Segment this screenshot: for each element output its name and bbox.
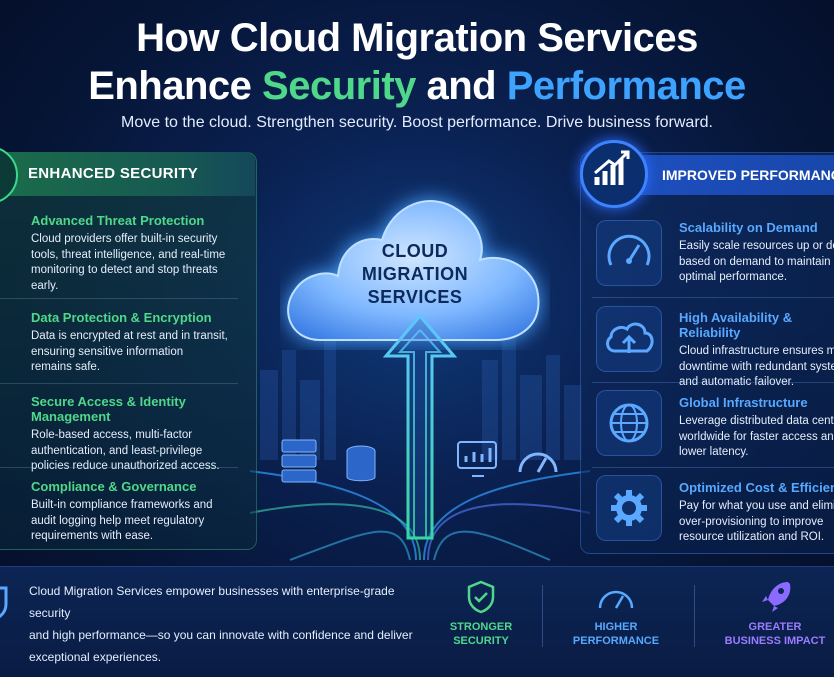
security-panel-header: ENHANCED SECURITY — [0, 152, 255, 196]
security-panel-heading: ENHANCED SECURITY — [28, 165, 199, 182]
page-title: How Cloud Migration Services Enhance Sec… — [0, 14, 834, 110]
identity-icon — [0, 408, 10, 442]
title-line-1: How Cloud Migration Services — [136, 16, 698, 60]
item-description: Cloud infrastructure ensures minimaldown… — [679, 345, 834, 388]
item-title: Advanced Threat Protection — [31, 213, 205, 228]
title-mid: and — [415, 64, 507, 108]
divider — [542, 585, 543, 647]
performance-item-availability: High Availability & Reliability Cloud in… — [679, 310, 834, 391]
growth-chart-icon — [594, 150, 630, 185]
chart-monitor-icon — [457, 441, 497, 477]
performance-item-global: Global Infrastructure Leverage distribut… — [679, 395, 834, 461]
server-icon — [281, 439, 317, 483]
summary-text: Cloud Migration Services empower busines… — [29, 584, 413, 664]
gear-icon — [611, 490, 647, 526]
security-item-compliance: Compliance & Governance Built-in complia… — [31, 479, 246, 545]
divider — [0, 298, 238, 299]
performance-panel-heading: IMPROVED PERFORMANCE — [662, 167, 834, 183]
performance-badge — [580, 140, 648, 208]
security-item-threat-protection: Advanced Threat Protection Cloud provide… — [31, 213, 246, 294]
divider — [592, 467, 834, 468]
availability-icon-tile — [596, 306, 662, 372]
subtitle: Move to the cloud. Strengthen security. … — [121, 114, 713, 131]
divider — [592, 297, 834, 298]
up-arrow-icon — [382, 313, 458, 540]
item-description: Easily scale resources up or downbased o… — [679, 240, 834, 283]
globe-icon — [609, 403, 649, 443]
title-line-2: Enhance Security and Performance — [0, 62, 834, 110]
shield-check-icon — [467, 580, 495, 614]
scalability-icon-tile — [596, 220, 662, 286]
title-security-word: Security — [262, 64, 416, 108]
global-icon-tile — [596, 390, 662, 456]
divider — [694, 585, 695, 647]
cloud-icon — [287, 200, 540, 341]
security-item-data-protection: Data Protection & Encryption Data is enc… — [31, 310, 246, 376]
performance-panel-header: IMPROVED PERFORMANCE — [630, 155, 834, 195]
item-title: High Availability & Reliability — [679, 310, 793, 340]
speedometer-icon — [598, 590, 634, 609]
item-description: Data is encrypted at rest and in transit… — [31, 330, 228, 373]
divider — [592, 382, 834, 383]
item-title: Secure Access & Identity Management — [31, 394, 186, 424]
summary-band — [0, 566, 834, 677]
item-title: Compliance & Governance — [31, 479, 197, 494]
speedometer-icon — [518, 452, 558, 473]
item-description: Pay for what you use and eliminateover-p… — [679, 500, 834, 543]
title-performance-word: Performance — [506, 64, 747, 108]
performance-item-scalability: Scalability on Demand Easily scale resou… — [679, 220, 834, 286]
performance-item-cost: Optimized Cost & Efficiency Pay for what… — [679, 480, 834, 546]
database-icon — [346, 445, 376, 482]
divider — [0, 383, 238, 384]
background-decoration — [250, 335, 590, 561]
shield-icon — [0, 312, 10, 346]
compliance-icon — [0, 488, 10, 522]
item-title: Scalability on Demand — [679, 220, 818, 235]
cloud-upload-icon — [606, 322, 654, 353]
security-item-access-management: Secure Access & Identity Management Role… — [31, 394, 246, 475]
divider — [0, 467, 238, 468]
item-title: Global Infrastructure — [679, 395, 808, 410]
speedometer-icon — [607, 234, 651, 266]
item-title: Data Protection & Encryption — [31, 310, 212, 325]
shield-icon — [0, 586, 8, 618]
security-panel — [0, 152, 257, 550]
threat-protection-icon — [0, 222, 10, 256]
cost-icon-tile — [596, 475, 662, 541]
title-prefix: Enhance — [88, 64, 263, 108]
item-title: Optimized Cost & Efficiency — [679, 480, 834, 495]
rocket-icon — [762, 582, 791, 612]
